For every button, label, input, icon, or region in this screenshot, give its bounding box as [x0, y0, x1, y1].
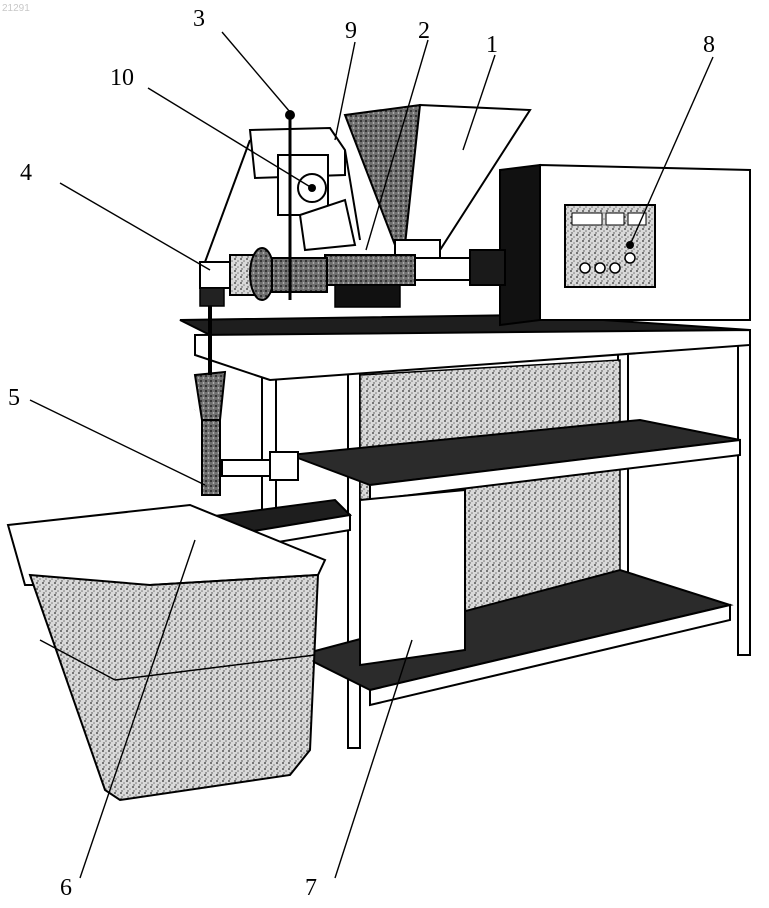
label-5: 5 — [8, 385, 20, 411]
label-9: 9 — [345, 18, 357, 44]
watermark: 21291 — [2, 3, 30, 14]
label-4: 4 — [20, 160, 32, 186]
label-1: 1 — [486, 32, 498, 58]
part-4-die-head — [200, 248, 327, 306]
collection-tank — [8, 505, 325, 800]
label-3: 3 — [193, 6, 205, 32]
label-7: 7 — [305, 875, 317, 901]
label-6: 6 — [60, 875, 72, 901]
label-2: 2 — [418, 18, 430, 44]
part-7-storage-box — [360, 490, 465, 665]
label-10: 10 — [110, 65, 134, 91]
part-2-barrel — [325, 250, 505, 307]
part-8-control-cabinet — [500, 165, 750, 325]
label-8: 8 — [703, 32, 715, 58]
